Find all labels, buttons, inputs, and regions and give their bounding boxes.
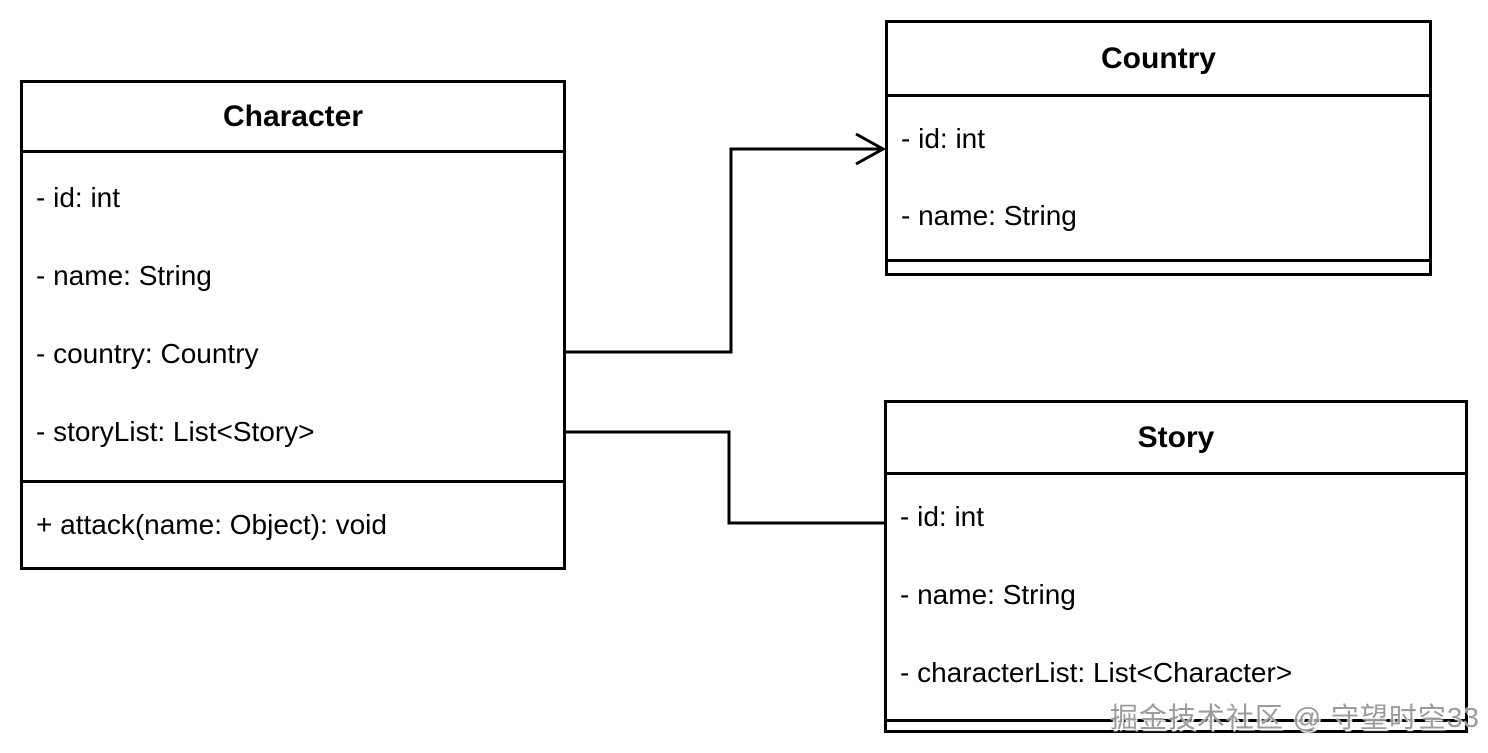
attribute-row: - storyList: List<Story> bbox=[36, 416, 315, 447]
attribute-row: - id: int bbox=[901, 122, 986, 154]
attribute-row: - country: Country bbox=[36, 338, 259, 369]
class-attributes-country: - id: int - name: String bbox=[888, 97, 1429, 259]
association-character-story-line bbox=[566, 430, 884, 525]
class-title-character: Character bbox=[23, 83, 563, 153]
class-title-story: Story bbox=[887, 403, 1465, 475]
attribute-row: - name: String bbox=[901, 199, 1077, 231]
class-box-story: Story - id: int - name: String - charact… bbox=[884, 400, 1468, 733]
class-methods-story-empty bbox=[887, 719, 1465, 733]
attribute-row: - name: String bbox=[900, 579, 1076, 610]
method-row: + attack(name: Object): void bbox=[36, 509, 387, 540]
class-box-country: Country - id: int - name: String bbox=[885, 20, 1432, 276]
class-methods-character: + attack(name: Object): void bbox=[23, 480, 563, 567]
attribute-row: - name: String bbox=[36, 260, 212, 291]
attribute-row: - id: int bbox=[36, 182, 121, 213]
association-character-country-line bbox=[566, 147, 882, 354]
attribute-row: - characterList: List<Character> bbox=[900, 657, 1293, 688]
watermark: 掘金技术社区 @ 守望时空33 bbox=[1109, 702, 1480, 733]
class-title-country: Country bbox=[888, 23, 1429, 97]
attribute-row: - id: int bbox=[900, 501, 985, 532]
open-arrowhead-icon bbox=[855, 132, 887, 166]
class-attributes-character: - id: int - name: String - country: Coun… bbox=[23, 153, 563, 480]
class-box-character: Character - id: int - name: String - cou… bbox=[20, 80, 566, 570]
class-attributes-story: - id: int - name: String - characterList… bbox=[887, 475, 1465, 719]
class-methods-country-empty bbox=[888, 259, 1429, 273]
